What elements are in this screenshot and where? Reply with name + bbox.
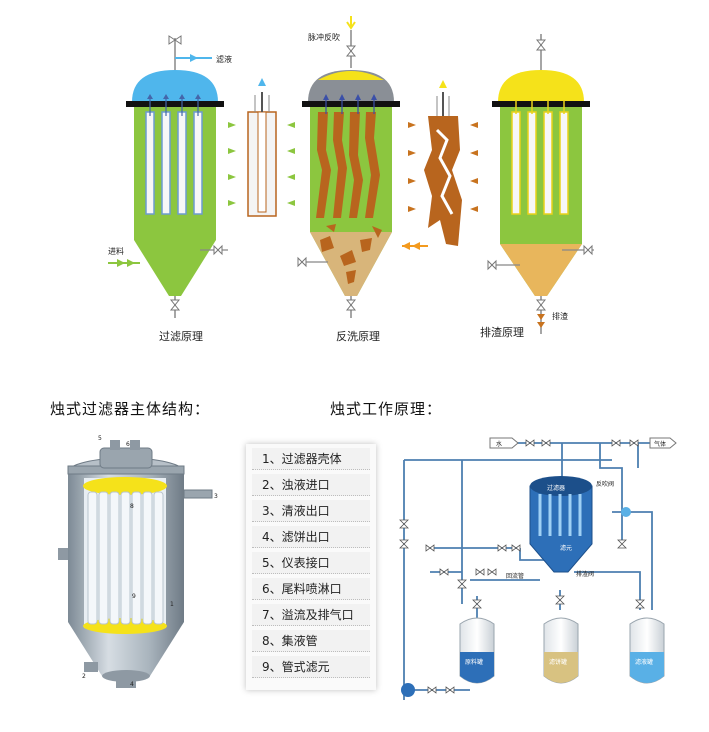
feed-label: 进料 xyxy=(108,246,124,256)
svg-text:9: 9 xyxy=(132,593,136,600)
storage-tanks: 原料罐 滤饼罐 滤液罐 xyxy=(459,617,665,684)
legend-item: 4、滤饼出口 xyxy=(252,526,370,548)
svg-text:4: 4 xyxy=(130,681,134,688)
legend-item: 9、管式滤元 xyxy=(252,656,370,678)
svg-text:原料罐: 原料罐 xyxy=(465,658,483,666)
vessel-callout-numbers: 5 6 3 8 9 1 2 4 xyxy=(82,435,218,688)
svg-text:1: 1 xyxy=(170,601,174,608)
svg-text:8: 8 xyxy=(130,503,134,510)
filter-vessel-cutaway xyxy=(58,440,213,688)
svg-text:滤元: 滤元 xyxy=(560,544,572,552)
backwash-caption: 反洗原理 xyxy=(336,330,380,343)
discharge-unit xyxy=(487,34,594,334)
filtration-caption: 过滤原理 xyxy=(159,330,203,343)
pulse-backblow-label: 脉冲反吹 xyxy=(308,32,340,42)
legend-item: 7、溢流及排气口 xyxy=(252,604,370,626)
discharge-caption: 排渣原理 xyxy=(480,325,524,339)
filtrate-label: 滤液 xyxy=(216,54,232,64)
svg-text:2: 2 xyxy=(82,673,86,680)
principle-heading: 烛式工作原理： xyxy=(330,400,443,418)
sensor-icon xyxy=(621,507,631,517)
svg-text:3: 3 xyxy=(214,493,218,500)
cake-crack-zoom xyxy=(408,80,478,246)
backwash-unit xyxy=(297,16,428,318)
svg-text:滤饼罐: 滤饼罐 xyxy=(549,658,567,666)
legend-item: 2、浊液进口 xyxy=(252,474,370,496)
discharge-label: 排渣 xyxy=(552,311,568,321)
return-pipe-label: 回流管 xyxy=(506,572,524,580)
svg-text:过滤器: 过滤器 xyxy=(547,484,565,492)
filter-vessel-schematic: 过滤器 滤元 xyxy=(529,476,593,573)
gas-inlet-icon xyxy=(649,437,677,449)
slag-valve-label: 排渣阀 xyxy=(576,570,594,578)
legend-item: 1、过滤器壳体 xyxy=(252,448,370,470)
svg-text:滤液罐: 滤液罐 xyxy=(635,658,653,666)
arrow-icon xyxy=(190,54,198,62)
valve-icon xyxy=(168,35,182,45)
legend-item: 5、仪表接口 xyxy=(252,552,370,574)
svg-text:6: 6 xyxy=(126,441,130,448)
valve-icons xyxy=(399,439,645,694)
pump-icon xyxy=(401,683,415,697)
filtration-unit xyxy=(108,35,228,318)
legend-item: 6、尾料喷淋口 xyxy=(252,578,370,600)
svg-text:5: 5 xyxy=(98,435,102,442)
candle-zoom xyxy=(228,78,295,217)
legend-item: 3、清液出口 xyxy=(252,500,370,522)
water-label: 水 xyxy=(496,440,502,448)
component-legend: 1、过滤器壳体 2、浊液进口 3、清液出口 4、滤饼出口 5、仪表接口 6、尾料… xyxy=(246,444,376,690)
water-inlet-icon xyxy=(489,437,519,449)
backblow-valve-label: 反吹阀 xyxy=(596,480,614,488)
gas-label: 气体 xyxy=(654,440,666,448)
legend-item: 8、集液管 xyxy=(252,630,370,652)
structure-heading: 烛式过滤器主体结构： xyxy=(50,400,211,418)
